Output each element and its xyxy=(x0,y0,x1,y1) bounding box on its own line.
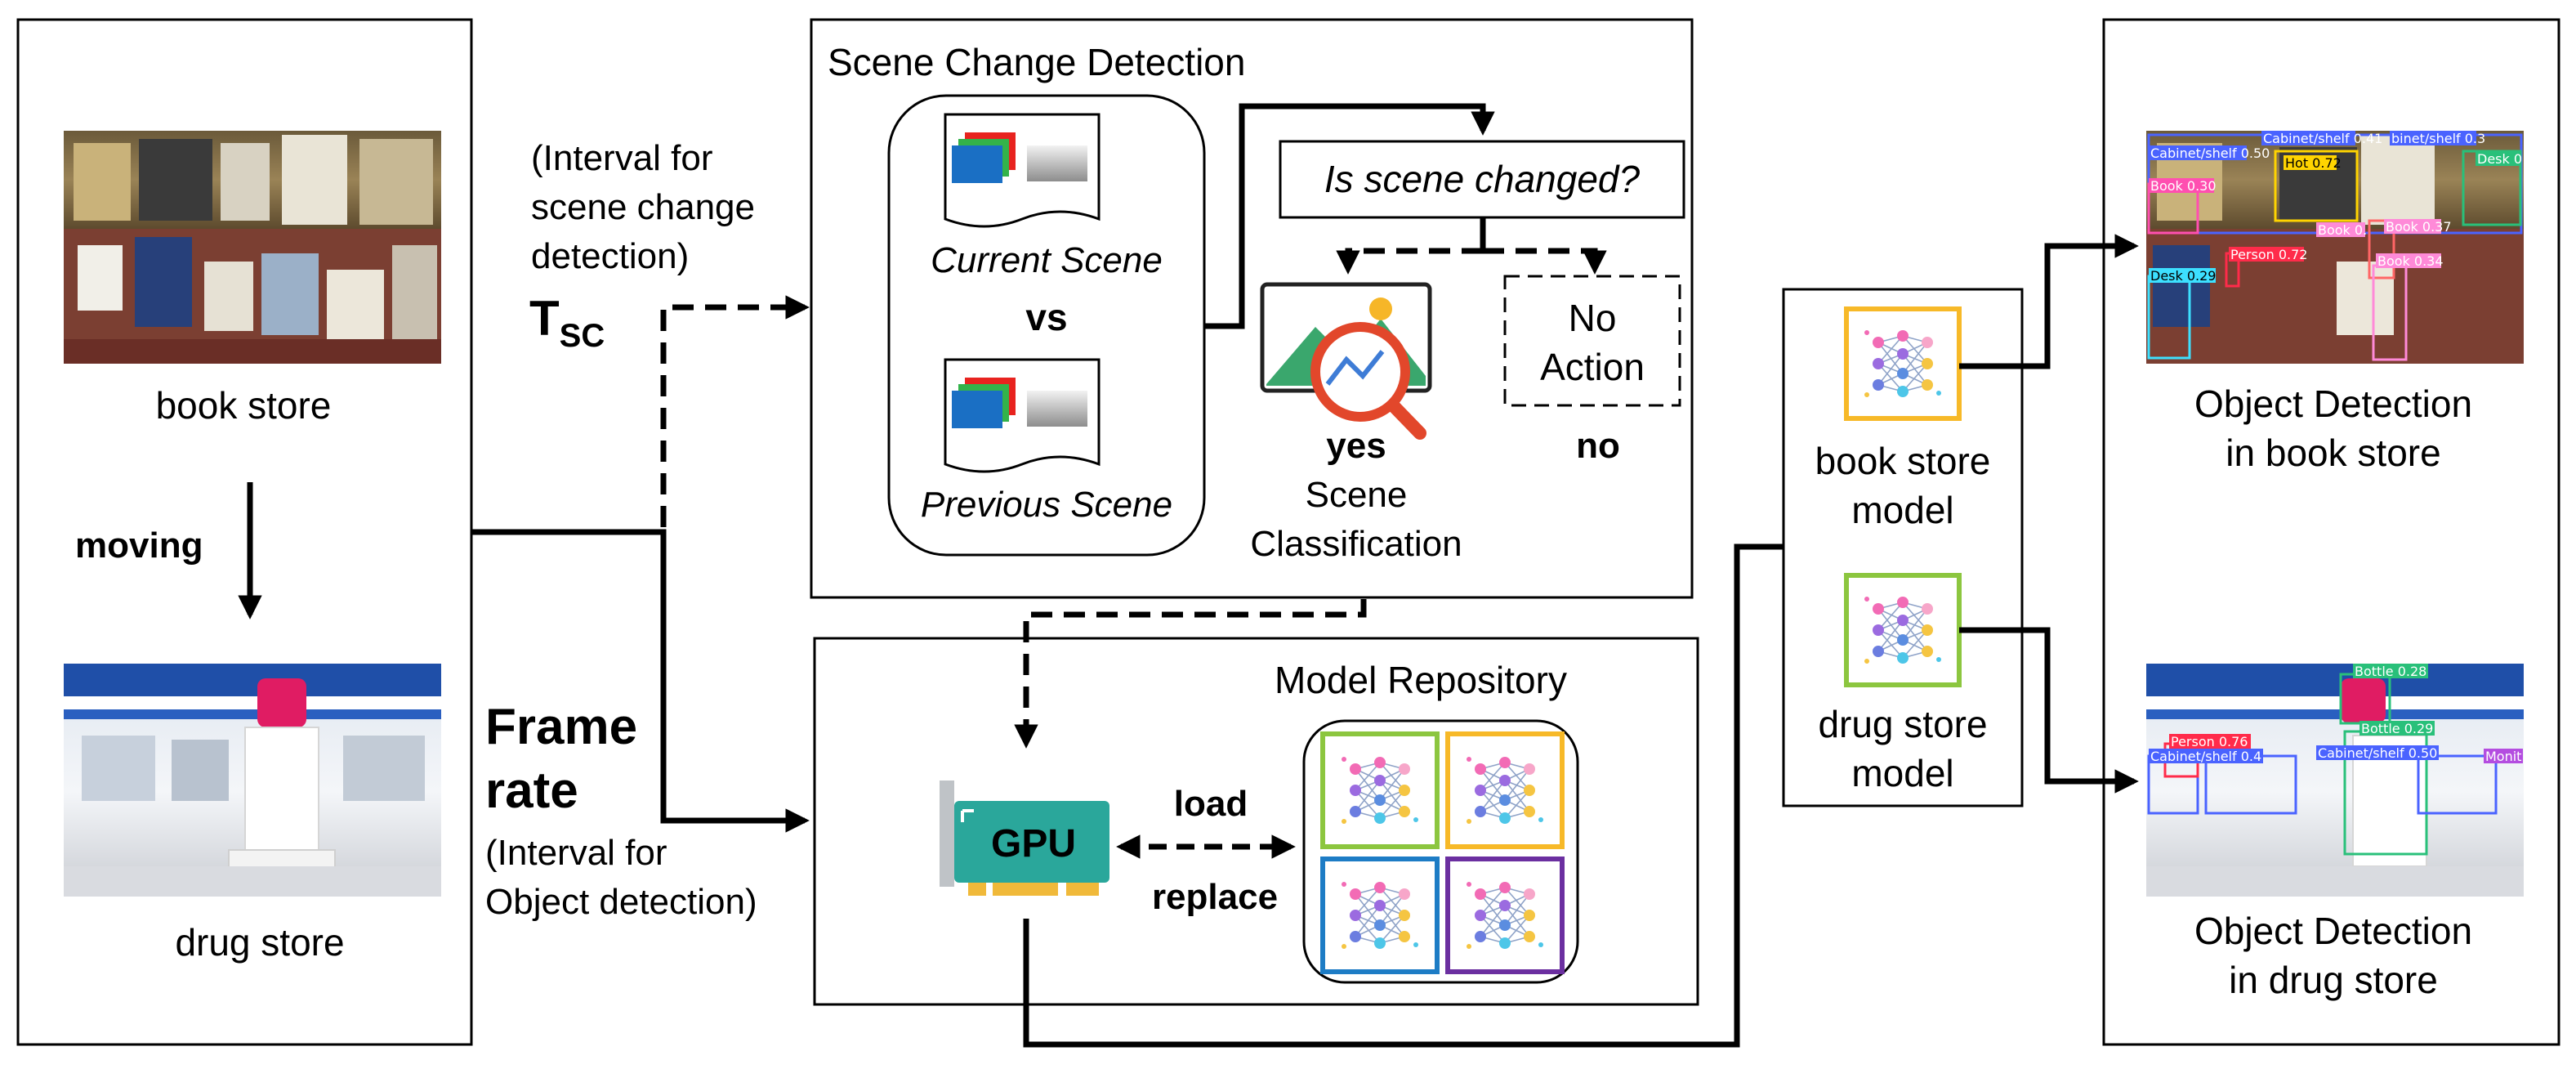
no-label: no xyxy=(1576,426,1620,466)
tsc-symbol: TSC xyxy=(529,291,605,354)
book-detection-label-5: Desk 0 xyxy=(2477,151,2522,167)
drug-output-caption-line-2: in drug store xyxy=(2229,959,2438,1001)
book-detection-label-10: Book 0.34 xyxy=(2377,253,2444,269)
current-scene-icon xyxy=(944,113,1100,228)
vs-label: vs xyxy=(1025,296,1067,338)
no-branch-arrow xyxy=(1483,248,1607,275)
drug-detection-label-6: Monit xyxy=(2485,749,2521,764)
drug-detection-label-5: Cabinet/shelf 0.50 xyxy=(2318,745,2437,761)
book-detection-label-3: Cabinet/shelf 0.50 xyxy=(2150,145,2270,161)
gpu-to-models-connector xyxy=(1023,543,1784,1048)
book-detection-label-1: Cabinet/shelf 0.41 xyxy=(2263,131,2382,146)
book-detection-label-11: Desk 0.29 xyxy=(2150,268,2216,284)
drug-store-caption: drug store xyxy=(175,921,344,964)
scene-changed-question: Is scene changed? xyxy=(1324,158,1641,200)
drug-detection-label-2: Bottle 0.29 xyxy=(2361,721,2433,736)
drug-detection-label-4: Cabinet/shelf 0.4 xyxy=(2150,749,2261,764)
current-scene-label: Current Scene xyxy=(931,240,1163,280)
compare-to-question-arrow xyxy=(1204,103,1495,329)
tsc-note-line-2: scene change xyxy=(531,187,755,227)
repo-model-blue xyxy=(1320,857,1440,974)
tsc-note-line-3: detection) xyxy=(531,236,689,276)
drug-store-model-line-1: drug store xyxy=(1818,703,1987,745)
repo-model-green xyxy=(1320,731,1440,849)
classification-to-gpu-arrow xyxy=(1014,599,1367,749)
gpu-label: GPU xyxy=(991,822,1076,865)
tsc-to-scene-change-arrow xyxy=(660,295,810,527)
drug-model-to-output-arrow xyxy=(1959,627,2139,794)
book-detection-label-8: Book 0.37 xyxy=(2386,219,2452,235)
previous-scene-icon xyxy=(944,358,1100,473)
moving-label: moving xyxy=(75,526,203,566)
book-detection-label-4: Hot 0.72 xyxy=(2285,155,2342,171)
drug-output-caption-line-1: Object Detection xyxy=(2194,910,2472,952)
no-action-line-2: Action xyxy=(1540,346,1645,388)
frame-rate-note-line-1: (Interval for xyxy=(485,833,667,873)
repo-model-purple xyxy=(1445,857,1565,974)
yes-label: yes xyxy=(1326,426,1386,466)
frame-rate-line-2: rate xyxy=(485,763,578,819)
book-detection-label-9: Person 0.72 xyxy=(2230,247,2307,262)
no-action-line-1: No xyxy=(1569,297,1617,339)
book-detection-label-2: binet/shelf 0.3 xyxy=(2391,131,2485,146)
frame-to-repository-arrow xyxy=(471,529,810,833)
book-model-to-output-arrow xyxy=(1959,234,2139,369)
scene-changed-question-box xyxy=(1279,140,1685,219)
drug-detection-label-3: Person 0.76 xyxy=(2171,734,2248,749)
frame-rate-note-line-2: Object detection) xyxy=(485,882,757,922)
tsc-note-line-1: (Interval for xyxy=(531,138,713,178)
book-detection-label-7: Book 0. xyxy=(2318,222,2367,238)
book-store-model-icon xyxy=(1844,306,1962,421)
drug-store-photo xyxy=(64,664,441,897)
frame-rate-line-1: Frame xyxy=(485,699,637,755)
previous-scene-label: Previous Scene xyxy=(921,485,1172,525)
classification-line-2: Classification xyxy=(1250,524,1462,564)
book-store-detection-image: Cabinet/shelf 0.41 binet/shelf 0.3 Cabin… xyxy=(2146,131,2524,364)
book-detection-label-6: Book 0.30 xyxy=(2150,178,2217,194)
yes-branch-arrow xyxy=(1336,248,1483,275)
drug-detection-label-1: Bottle 0.28 xyxy=(2355,664,2426,679)
book-store-model-line-1: book store xyxy=(1815,440,1991,482)
book-store-caption: book store xyxy=(156,384,332,427)
drug-store-model-line-2: model xyxy=(1851,752,1953,794)
replace-label: replace xyxy=(1152,877,1278,917)
book-output-caption-line-2: in book store xyxy=(2226,432,2440,474)
drug-store-detection-image: Bottle 0.28 Bottle 0.29 Person 0.76 Cabi… xyxy=(2146,664,2524,897)
gpu-icon: GPU xyxy=(940,781,1109,896)
model-repository-title: Model Repository xyxy=(1275,659,1567,701)
drug-store-model-icon xyxy=(1844,573,1962,687)
book-store-model-line-2: model xyxy=(1851,489,1953,531)
no-action-box xyxy=(1503,275,1681,407)
book-store-photo xyxy=(64,131,441,364)
scene-classification-icon xyxy=(1260,282,1432,440)
classification-line-1: Scene xyxy=(1306,475,1408,515)
scene-change-title: Scene Change Detection xyxy=(828,41,1245,83)
repo-model-orange xyxy=(1445,731,1565,849)
book-output-caption-line-1: Object Detection xyxy=(2194,382,2472,425)
load-label: load xyxy=(1174,784,1248,824)
